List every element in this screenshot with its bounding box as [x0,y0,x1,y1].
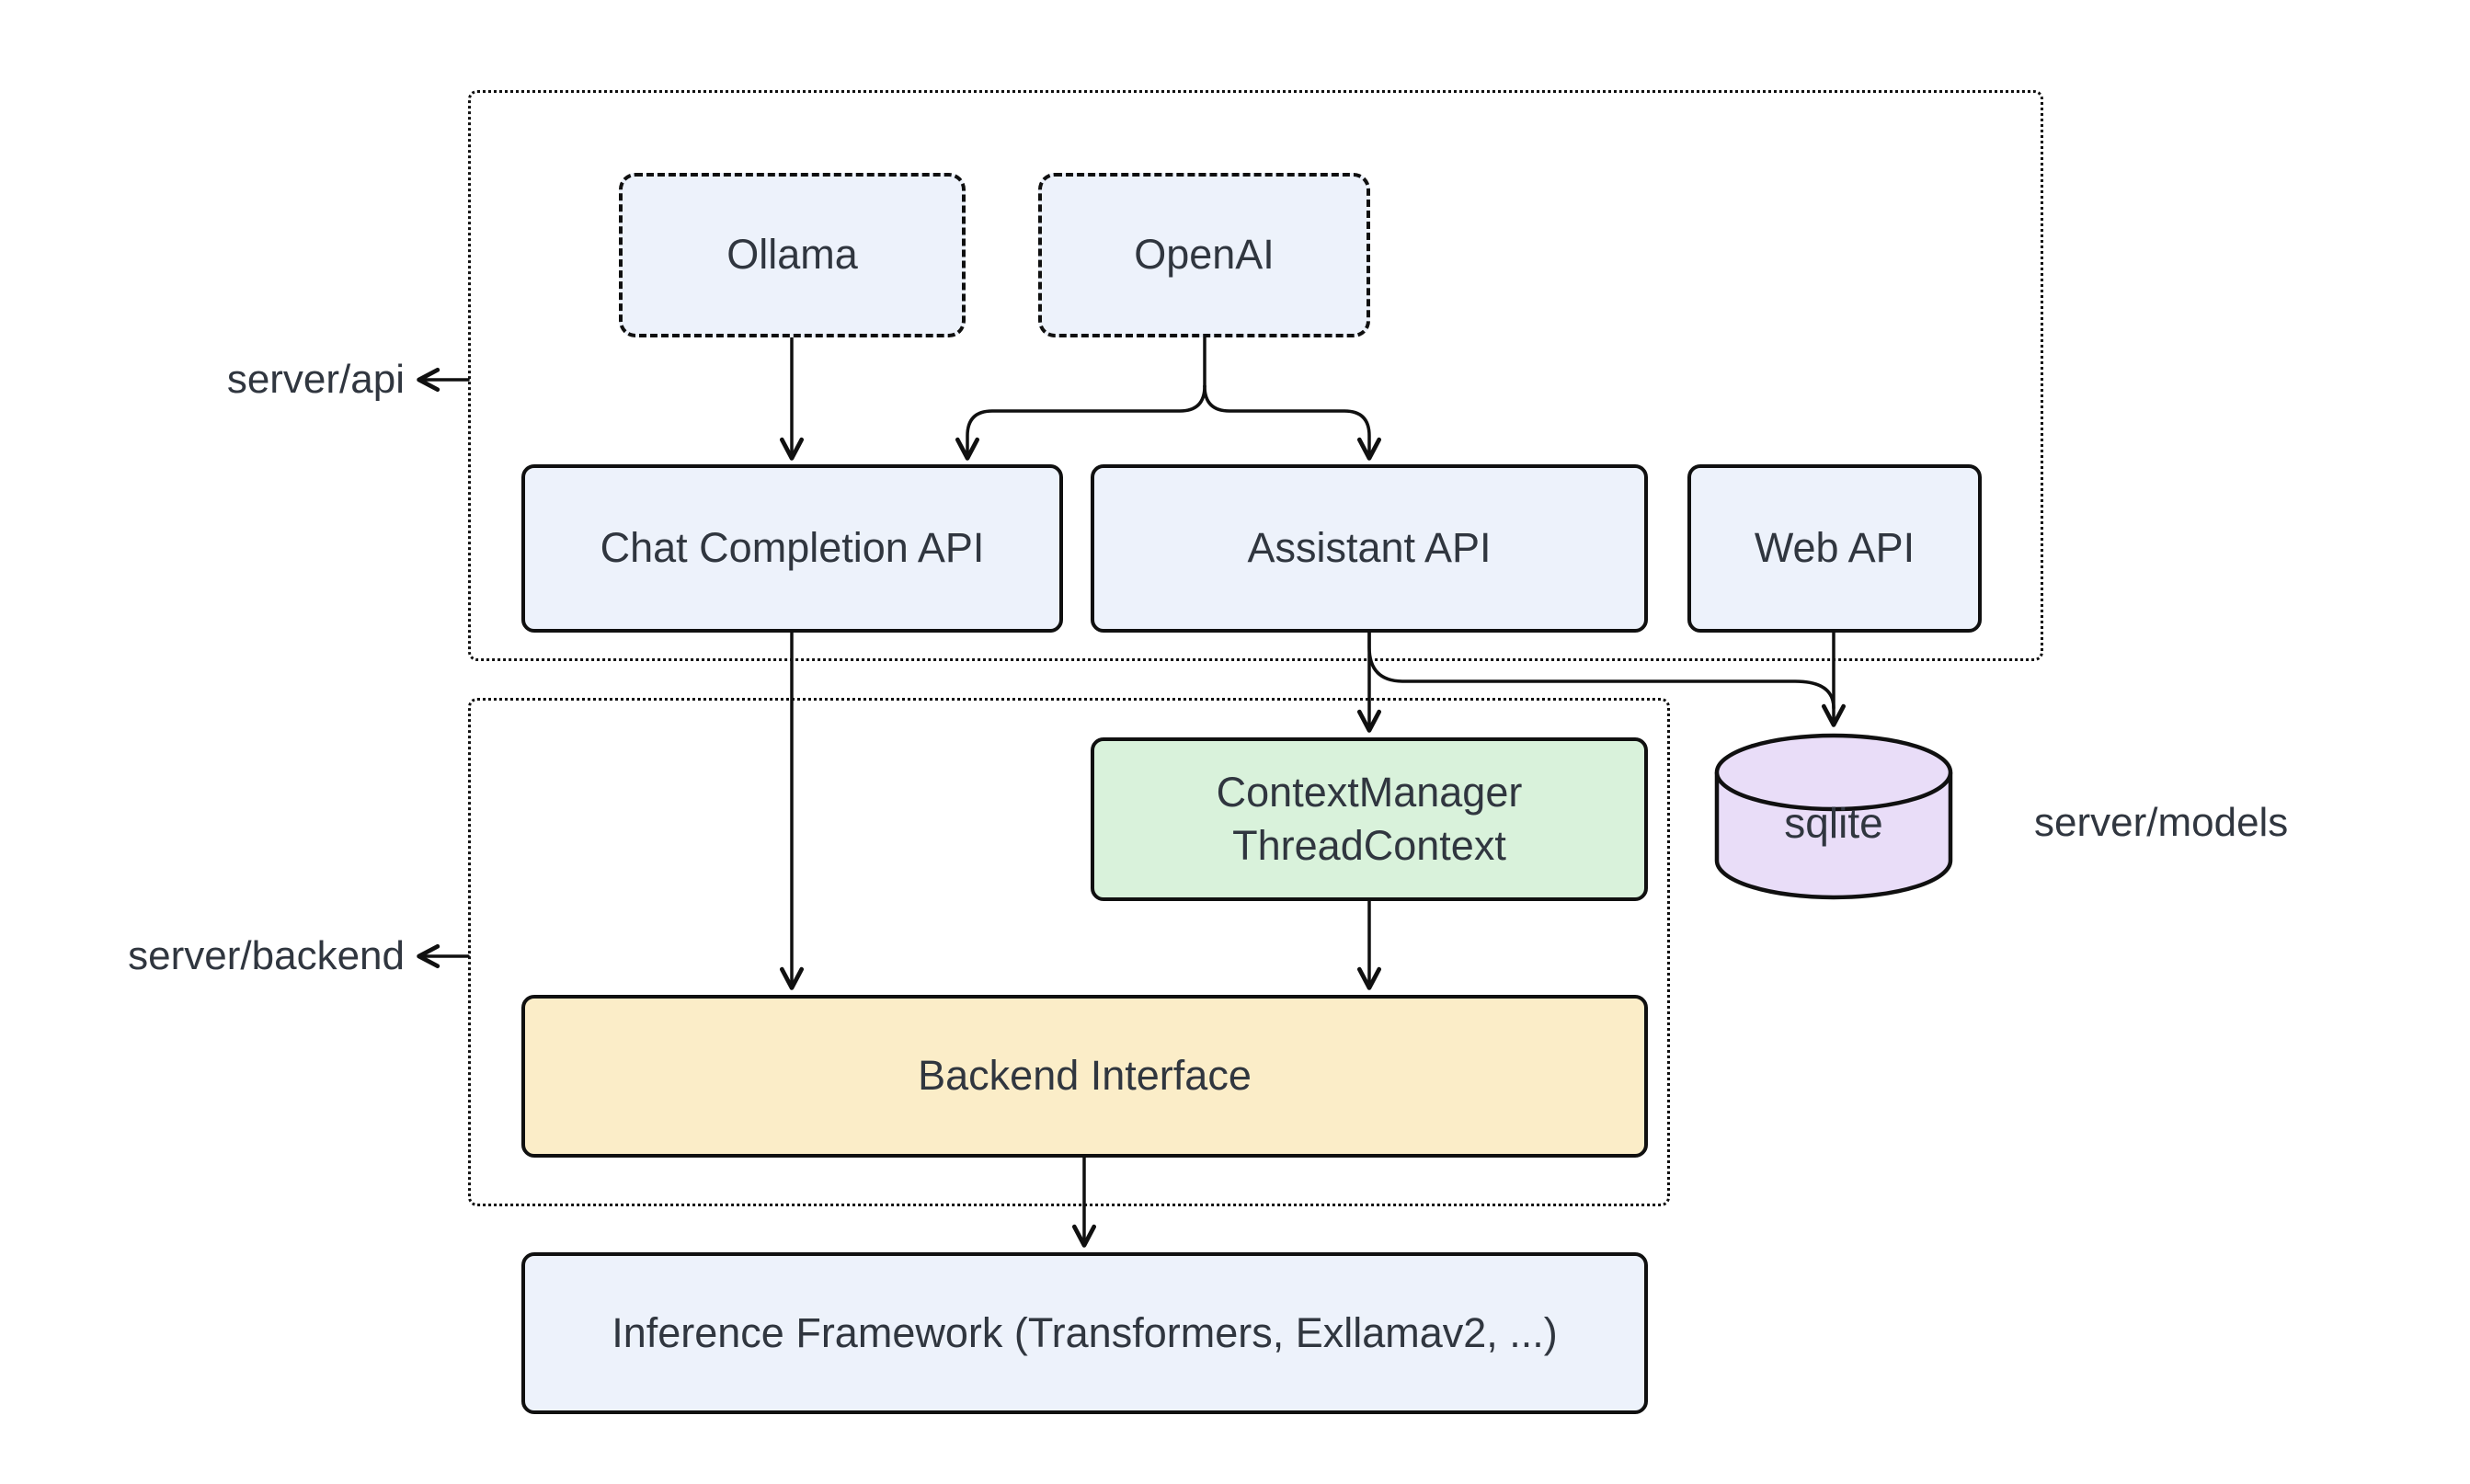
node-chat-completion-api: Chat Completion API [521,464,1063,633]
node-ollama: Ollama [619,173,966,337]
node-web-api-label: Web API [1754,524,1915,572]
node-inference-framework-label: Inference Framework (Transformers, Exlla… [612,1308,1558,1356]
node-openai-label: OpenAI [1134,231,1275,279]
sqlite-cylinder [1714,733,1953,900]
node-chat-completion-api-label: Chat Completion API [600,524,985,572]
node-assistant-api: Assistant API [1091,464,1648,633]
group-server-api [468,90,2043,661]
node-backend-interface-label: Backend Interface [918,1052,1252,1100]
node-assistant-api-label: Assistant API [1247,524,1492,572]
label-server-api: server/api [226,357,405,402]
edge-assistant-sqlite [1367,631,1835,710]
node-openai: OpenAI [1038,173,1370,337]
node-web-api: Web API [1687,464,1982,633]
node-context-manager-label-line2: ThreadContext [1232,822,1506,869]
edge-openai-chat [955,384,1206,461]
node-context-manager: ContextManager ThreadContext [1091,737,1648,901]
label-server-models: server/models [2034,800,2289,845]
node-sqlite-label: sqlite [1784,799,1883,847]
node-context-manager-label-line1: ContextManager [1216,768,1523,816]
group-server-backend [468,698,1670,1206]
node-backend-interface: Backend Interface [521,995,1648,1158]
edge-openai-assistant [1203,384,1382,461]
node-ollama-label: Ollama [726,231,858,279]
node-inference-framework: Inference Framework (Transformers, Exlla… [521,1252,1648,1414]
label-server-backend: server/backend [128,933,405,978]
